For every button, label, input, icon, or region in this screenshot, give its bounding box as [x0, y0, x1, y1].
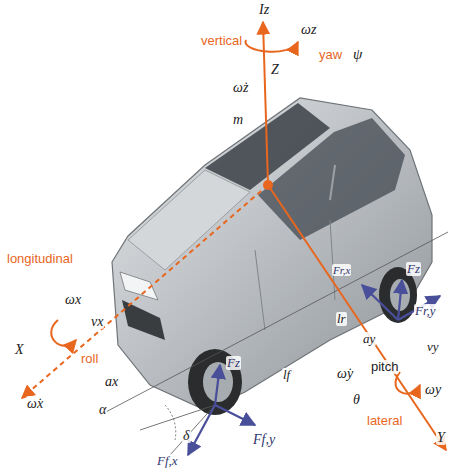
force-symbol: Fr,y [414, 304, 437, 318]
velocity-symbol: vy [426, 340, 440, 354]
axis-name: longitudinal [6, 252, 74, 266]
rate-symbol: ω̇y [336, 366, 354, 381]
mass-symbol: m [232, 112, 244, 127]
axis-letter: Y [436, 430, 446, 445]
axis-letter: Z [270, 62, 280, 77]
body-axes [22, 22, 446, 450]
rotation-name: roll [80, 352, 99, 366]
angle-symbol: ψ [352, 46, 363, 63]
force-symbol: Fr,x [332, 264, 351, 276]
length-symbol: lr [336, 312, 347, 326]
length-symbol: lf [282, 368, 291, 382]
axis-letter: X [14, 342, 25, 357]
axis-name: lateral [366, 414, 403, 428]
force-vectors [188, 280, 440, 455]
rate-symbol: ω̇z [232, 80, 249, 95]
angle-symbol: δ [182, 428, 191, 443]
angle-symbol: θ [352, 392, 361, 407]
rate-symbol: ωz [300, 22, 317, 37]
inertia-symbol: Iz [258, 2, 270, 17]
acceleration-symbol: ay [362, 332, 376, 346]
force-symbol: Ff,y [252, 432, 276, 447]
geometry-lines [100, 232, 448, 455]
rate-symbol: ωy [424, 382, 442, 397]
rotation-name: pitch [370, 360, 399, 374]
rate-symbol: ω̇x [26, 396, 44, 411]
velocity-symbol: vx [90, 314, 104, 329]
rate-symbol: ωx [64, 292, 82, 307]
acceleration-symbol: ax [104, 374, 119, 389]
angle-symbol: α [98, 402, 107, 417]
force-symbol: Fz [406, 262, 421, 276]
force-symbol: Ff,x [156, 454, 179, 468]
rotation-name: yaw [318, 48, 343, 62]
axis-name: vertical [200, 34, 243, 48]
car-body [112, 98, 432, 415]
force-symbol: Fz [226, 356, 241, 370]
